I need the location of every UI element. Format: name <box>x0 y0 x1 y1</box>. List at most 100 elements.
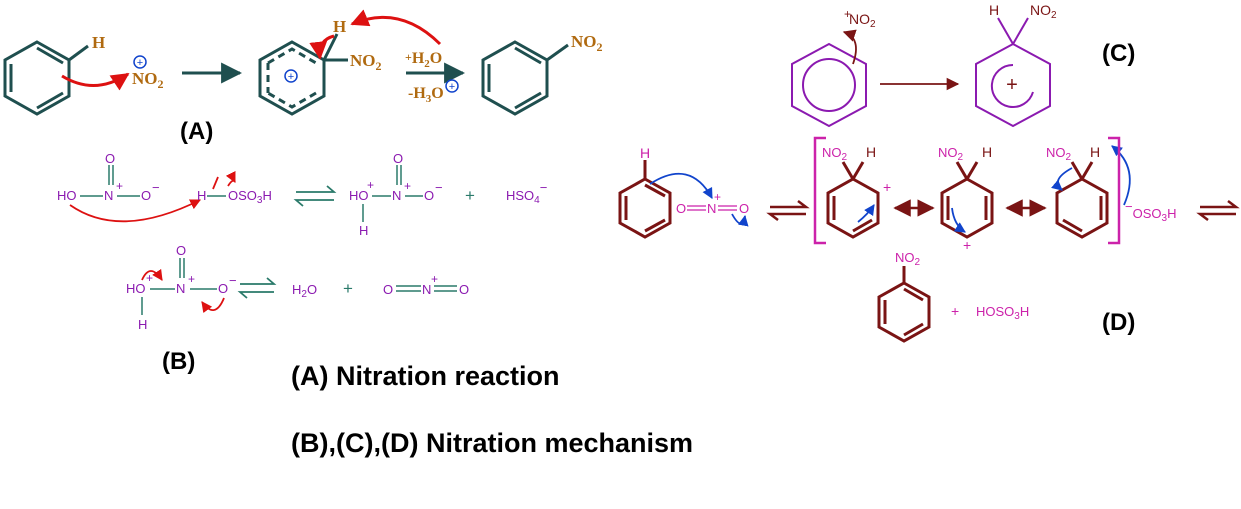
equilibrium-arrow <box>293 185 337 207</box>
caption-mechanism: (B),(C),(D) Nitration mechanism <box>291 428 693 458</box>
equilibrium-arrow <box>237 277 277 299</box>
hydrogen-label: H <box>92 33 105 52</box>
bisulfate-ion: HSO4− <box>506 180 547 206</box>
resonance-bracket-right <box>1108 136 1121 245</box>
hydrogen-label: H <box>197 188 206 203</box>
electron-arrow <box>1051 167 1073 191</box>
oxygen-label: O <box>383 282 393 297</box>
electron-arrow <box>69 199 201 223</box>
electron-arrow <box>1111 145 1131 206</box>
nitrogen-label: N <box>422 282 431 297</box>
nitrogen-label: N <box>392 188 401 203</box>
nitro-label: NO2 <box>350 51 382 73</box>
panel-label-c: (C) <box>1102 40 1135 67</box>
oxygen-label: O <box>459 282 469 297</box>
electron-arrow <box>842 29 857 65</box>
caption-reaction: (A) Nitration reaction <box>291 361 560 391</box>
svg-text:+: + <box>367 178 374 192</box>
hydrogen-label: H <box>333 17 346 36</box>
plus-sign: + <box>951 303 959 319</box>
bisulfate-group: OSO3H <box>228 188 272 206</box>
nitrobenzene-ring <box>877 266 931 343</box>
svg-text:H: H <box>1090 144 1100 160</box>
panel-b: HO N + O O − H OSO3H HO + H N + O O <box>57 151 547 375</box>
positive-charge-icon <box>133 55 147 69</box>
oxygen-label: O <box>105 151 115 166</box>
benzene-ring <box>618 160 672 239</box>
nitrogen-label: N <box>707 201 716 216</box>
oxygen-label: O <box>739 201 749 216</box>
nitrogen-label: N <box>104 188 113 203</box>
positive-charge-sign: + <box>1006 74 1018 96</box>
svg-text:+: + <box>188 272 195 286</box>
electron-arrow <box>857 204 875 223</box>
benzene-ring <box>3 40 89 116</box>
electron-arrow <box>141 268 163 281</box>
positive-charge-icon <box>284 69 298 83</box>
panel-label-d: (D) <box>1102 309 1135 336</box>
water-reagent: +H2O <box>405 50 442 70</box>
panel-d: H O N + O NO2 H + <box>618 136 1240 343</box>
svg-text:+: + <box>116 179 123 193</box>
panel-c: +NO2 + H NO2 (C) <box>791 2 1135 128</box>
electron-arrow <box>649 172 713 199</box>
svg-text:NO2: NO2 <box>822 145 848 163</box>
oxygen-label: O <box>176 243 186 258</box>
hydrogen-label: H <box>640 145 650 161</box>
nitrogen-label: N <box>176 281 185 296</box>
electron-arrow <box>951 207 966 233</box>
plus-sign: + <box>465 186 475 205</box>
svg-text:−: − <box>229 273 237 288</box>
oxygen-label: O <box>424 188 434 203</box>
nitro-label: NO2 <box>571 32 603 54</box>
electron-arrow <box>309 34 335 60</box>
plus-sign: + <box>343 279 353 298</box>
hydrogen-label: H <box>989 2 999 18</box>
svg-text:+: + <box>146 271 153 285</box>
hydroxyl-label: HO <box>126 281 146 296</box>
svg-text:H: H <box>866 144 876 160</box>
resonance-structure <box>1055 161 1109 239</box>
positive-charge-sign: + <box>963 237 971 253</box>
hydrogen-label: H <box>359 223 368 238</box>
panel-a: H + NO2 + H NO2 +H2O -H3O + N <box>3 9 603 145</box>
water-molecule: H2O <box>292 282 317 300</box>
positive-charge-sign: + <box>137 57 143 69</box>
nitronium-label: NO2 <box>132 69 164 91</box>
hydronium-product: -H3O <box>408 85 444 105</box>
svg-text:+: + <box>431 272 438 286</box>
hydroxyl-label: HO <box>349 188 369 203</box>
electron-arrow <box>201 297 225 314</box>
svg-text:+: + <box>404 179 411 193</box>
panel-label-a: (A) <box>180 118 213 145</box>
panel-label-b: (B) <box>162 348 195 375</box>
electron-arrow <box>350 9 442 46</box>
svg-text:H: H <box>982 144 992 160</box>
svg-text:+: + <box>714 190 721 204</box>
hydrogen-label: H <box>138 317 147 332</box>
svg-text:NO2: NO2 <box>938 145 964 163</box>
sigma-complex-ring <box>975 17 1051 128</box>
bisulfate-ion: −OSO3H <box>1125 199 1176 224</box>
svg-text:NO2: NO2 <box>1046 145 1072 163</box>
equilibrium-arrow <box>1196 200 1240 221</box>
resonance-structure <box>940 161 994 239</box>
positive-charge-sign: + <box>288 71 294 83</box>
positive-charge-sign: + <box>449 81 455 93</box>
nitronium-label: +NO2 <box>844 7 876 30</box>
electron-arrow <box>61 72 130 91</box>
svg-text:−: − <box>435 180 443 195</box>
oxygen-label: O <box>218 281 228 296</box>
electron-arrow <box>731 213 749 227</box>
sulfuric-acid-label: HOSO3H <box>976 304 1029 322</box>
benzene-ring <box>791 42 867 128</box>
nitro-label: NO2 <box>895 250 921 268</box>
positive-charge-sign: + <box>883 179 891 195</box>
positive-charge-icon <box>445 79 459 93</box>
oxygen-label: O <box>676 201 686 216</box>
sigma-complex-ring <box>258 33 348 116</box>
resonance-structure <box>826 161 880 239</box>
equilibrium-arrow <box>766 200 810 221</box>
nitro-label: NO2 <box>1030 2 1057 21</box>
